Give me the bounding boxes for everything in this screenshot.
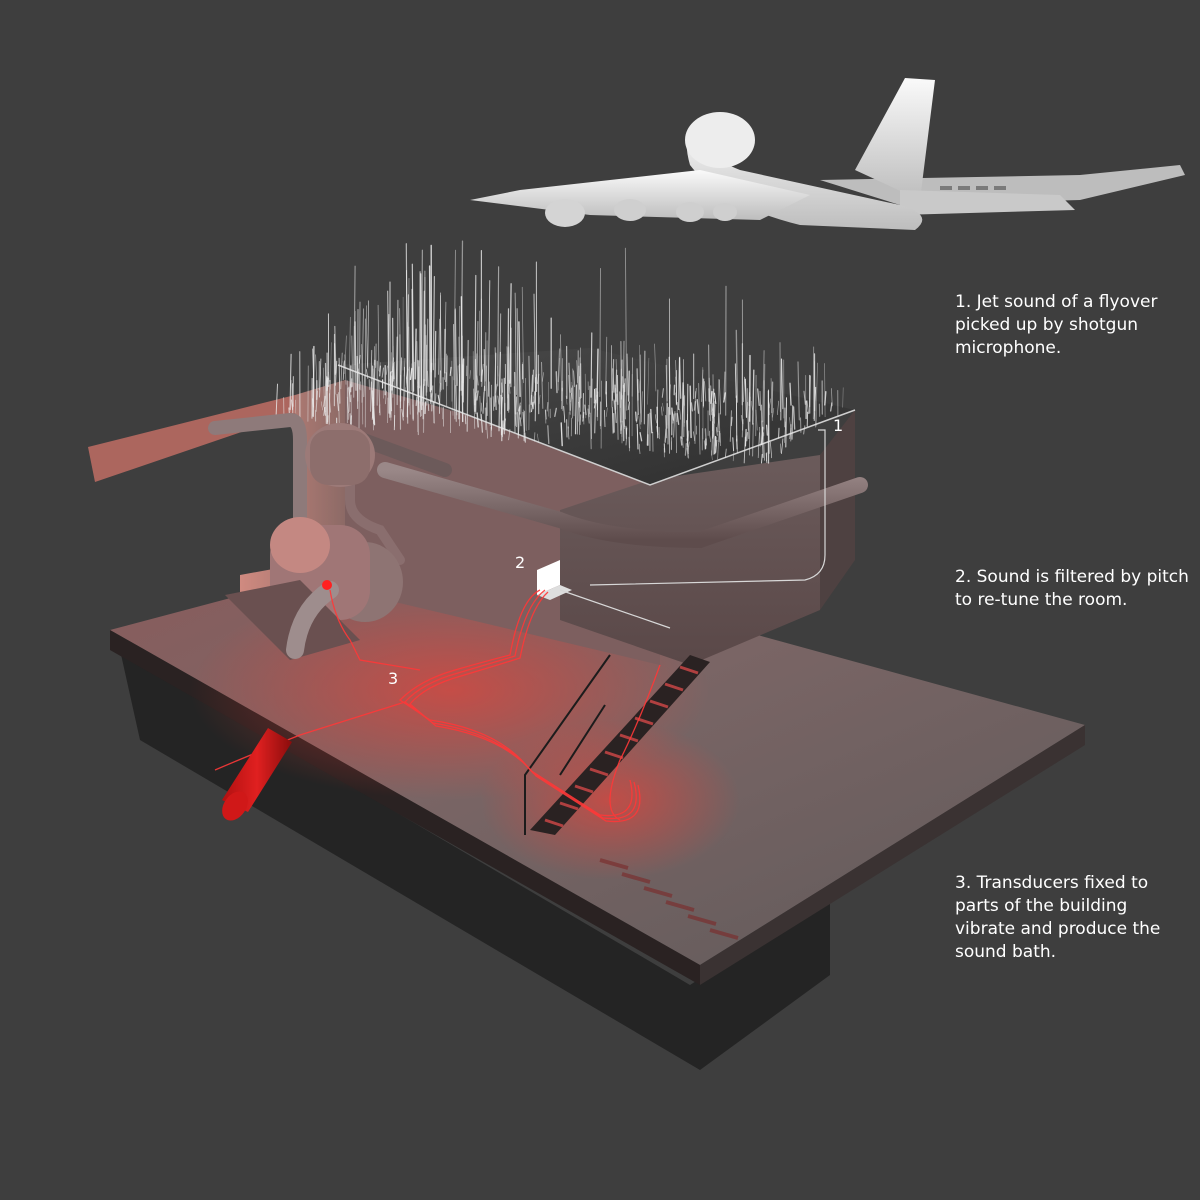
annotation-1-text: 1. Jet sound of a flyover picked up by s…	[955, 291, 1195, 360]
transducer-dot	[322, 580, 332, 590]
aircraft-illustration	[470, 78, 1185, 230]
callout-marker-1: 1	[833, 417, 843, 435]
annotation-2-text: 2. Sound is filtered by pitch to re-tune…	[955, 566, 1195, 612]
ceiling-panel	[88, 395, 300, 482]
callout-marker-2: 2	[515, 554, 525, 572]
annotation-3-text: 3. Transducers fixed to parts of the bui…	[955, 872, 1195, 964]
callout-marker-3: 3	[388, 670, 398, 688]
